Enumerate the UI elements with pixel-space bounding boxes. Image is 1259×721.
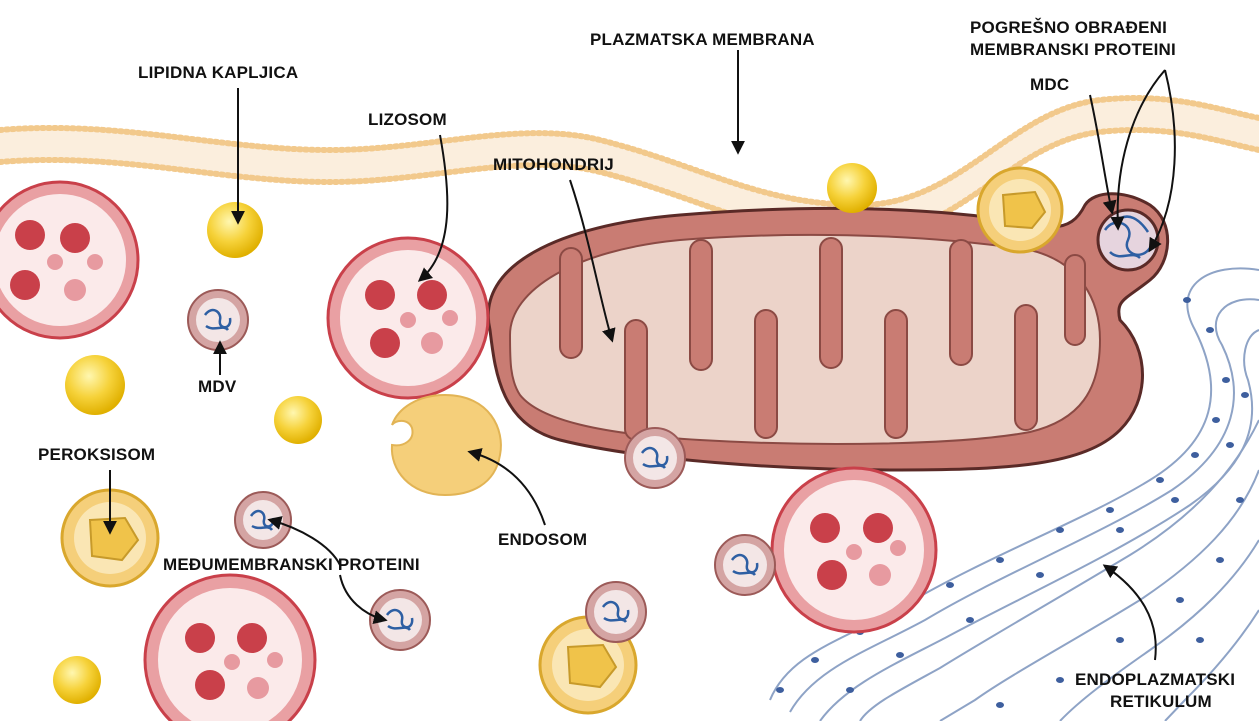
label-misprocessed-proteins-2: MEMBRANSKI PROTEINI bbox=[970, 40, 1176, 59]
mdv-labeled bbox=[188, 290, 248, 350]
label-plasma-membrane: PLAZMATSKA MEMBRANA bbox=[590, 30, 815, 49]
label-mdv: MDV bbox=[198, 377, 237, 396]
label-intermembrane-proteins: MEĐUMEMBRANSKI PROTEINI bbox=[163, 555, 420, 574]
lysosome-bottom-left bbox=[145, 575, 315, 721]
label-endosome: ENDOSOM bbox=[498, 530, 587, 549]
label-peroxisome: PEROKSISOM bbox=[38, 445, 155, 464]
mdc-compartment bbox=[1098, 210, 1158, 270]
lysosome-labeled bbox=[328, 238, 488, 398]
plasma-membrane bbox=[0, 98, 1259, 237]
label-er-1: ENDOPLAZMATSKI bbox=[1075, 670, 1235, 689]
label-er-2: RETIKULUM bbox=[1110, 692, 1212, 711]
lysosome-left bbox=[0, 182, 138, 338]
label-lysosome: LIZOSOM bbox=[368, 110, 447, 129]
label-lipid-droplet: LIPIDNA KAPLJICA bbox=[138, 63, 298, 82]
peroxisome-top-right bbox=[978, 168, 1062, 252]
lysosome-right bbox=[772, 468, 936, 632]
label-mitochondrion: MITOHONDRIJ bbox=[493, 155, 614, 174]
endosome bbox=[392, 395, 501, 495]
mitochondrion bbox=[488, 194, 1167, 470]
label-misprocessed-proteins-1: POGREŠNO OBRAĐENI bbox=[970, 18, 1167, 37]
label-mdc: MDC bbox=[1030, 75, 1069, 94]
